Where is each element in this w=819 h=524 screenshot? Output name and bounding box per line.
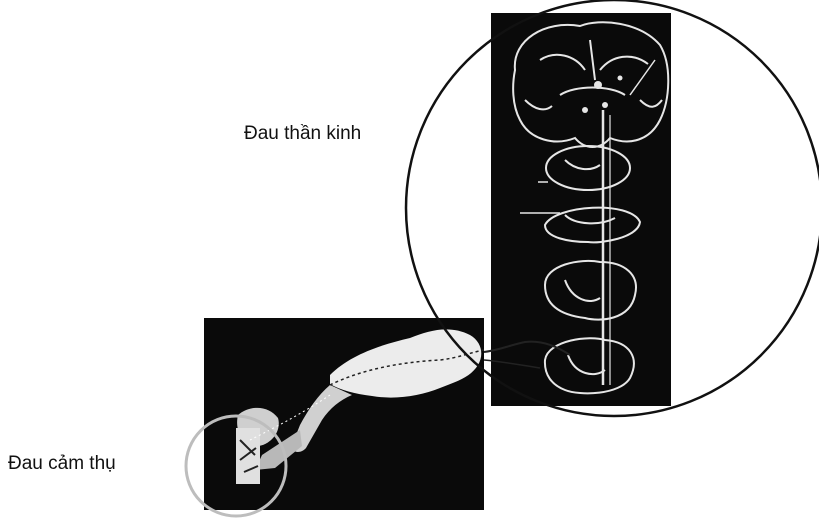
brain-spinal-cord-panel — [491, 13, 671, 406]
nociceptive-pain-label: Đau cảm thụ — [8, 453, 116, 475]
limb-panel — [204, 318, 484, 510]
neuropathic-pain-label: Đau thần kinh — [244, 123, 361, 145]
